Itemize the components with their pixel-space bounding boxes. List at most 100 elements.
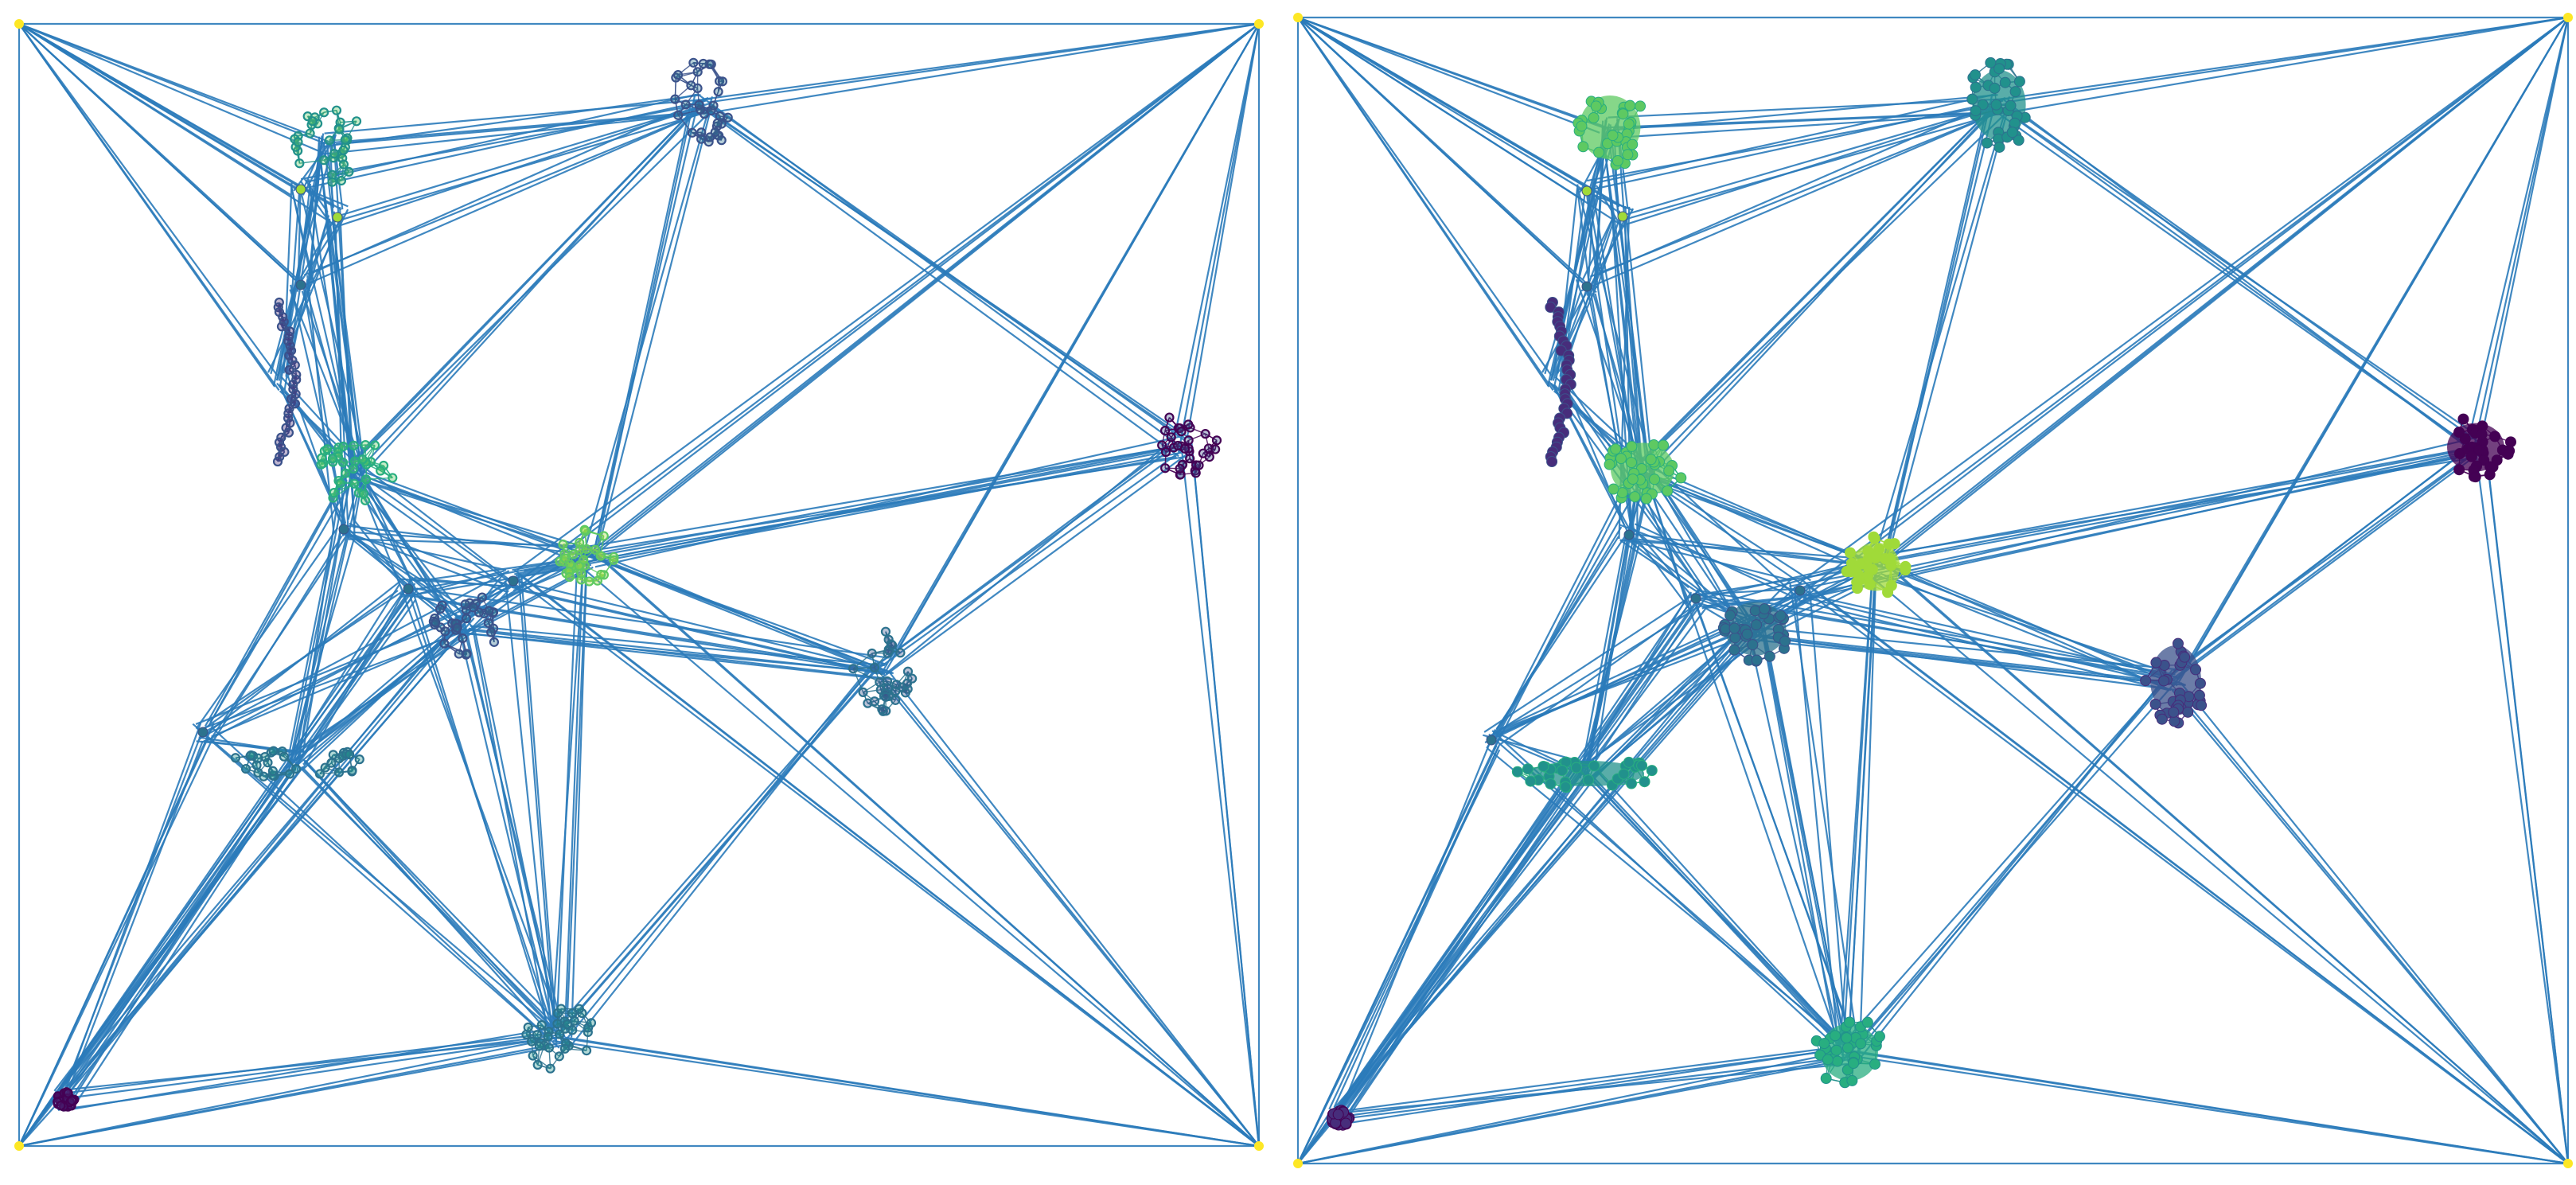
cluster-edge [483,613,489,624]
cluster-edge [594,536,605,551]
graph-edge [1576,189,1590,282]
graph-node [284,364,294,375]
graph-edge [1798,448,2479,591]
cluster-edge [677,62,694,76]
graph-node [348,463,359,474]
graph-node [329,487,339,498]
graph-node [1900,564,1912,576]
graph-node-small [338,524,349,535]
graph-node [891,680,902,690]
graph-node [2149,698,2161,710]
graph-edge [345,534,466,632]
cluster-edge [490,632,495,643]
graph-edge [1793,587,1840,1054]
graph-node [574,561,584,571]
graph-node [543,1031,553,1042]
cluster-edge [458,637,464,654]
graph-node [609,552,619,563]
graph-node [555,1004,567,1014]
graph-edge [294,107,713,290]
graph-node [592,575,602,586]
cluster-edge [370,445,376,462]
graph-node [716,135,727,146]
cluster-edge [675,99,687,106]
graph-edge [1858,557,1877,1051]
graph-node [544,1043,555,1053]
graph-node [1159,426,1171,436]
graph-edge [197,580,402,741]
graph-node [2013,76,2025,88]
cluster-edge [267,762,274,772]
graph-node [326,758,337,768]
graph-node [694,99,704,110]
graph-edge [879,677,1260,1147]
graph-edge [302,579,412,769]
graph-edge [1865,17,2569,573]
graph-node [440,626,450,637]
graph-edge [596,94,696,548]
graph-edge [1689,588,1795,596]
graph-node [869,662,880,672]
cluster-left-band [230,746,364,782]
graph-node [1993,141,2005,153]
graph-edge [351,475,504,586]
graph-edge [207,466,353,727]
cluster-edge [583,548,587,560]
graph-node [586,1018,597,1028]
graph-node [335,478,345,489]
graph-edge [1871,557,2167,690]
graph-edge [1994,103,2473,449]
graph-edge [1650,97,2005,476]
graph-edge [324,98,712,134]
cluster-edge [863,681,880,693]
graph-edge [2172,457,2473,682]
cluster-mid-left-chain [272,297,302,467]
graph-node [67,1095,77,1106]
graph-node [696,134,707,144]
edge-layer [1296,16,2570,1165]
graph-node [1179,443,1191,454]
graph-edge [587,545,1260,1147]
graph-node [452,622,462,633]
cluster-top-center [1966,57,2031,153]
graph-edge [1841,557,1875,1063]
graph-edge [1602,132,1643,477]
graph-node [1830,1030,1841,1042]
graph-node [288,384,298,395]
cluster-edge [895,671,909,685]
graph-node [880,692,891,702]
graph-edge [60,617,475,1096]
graph-edge [1801,587,2569,1164]
graph-node [2005,99,2017,111]
graph-node [357,454,368,465]
cluster-edge [581,579,598,582]
cluster-edge [1164,467,1181,475]
graph-edge [1869,96,2011,572]
graph-edge [1297,17,1619,207]
cluster-edge [536,1034,548,1038]
graph-edge [399,593,886,672]
graph-edge [1592,93,1997,185]
graph-node [1850,565,1862,577]
graph-node [1183,419,1194,430]
cluster-mid-right [848,626,918,716]
graph-node-small [403,583,414,594]
graph-node [708,100,719,111]
graph-edge [411,570,505,597]
graph-node [567,1025,578,1035]
graph-node [863,698,873,708]
graph-edge [1592,217,1616,283]
cluster-edge [584,565,602,575]
cluster-edge [383,465,393,478]
graph-edge [353,533,508,594]
graph-edge [520,451,1182,578]
graph-node [1966,93,1978,105]
cluster-edge [488,612,493,624]
cluster-edge [353,445,356,462]
graph-edge [1487,747,1854,1051]
graph-edge [1297,16,1600,134]
cluster-edge [294,364,297,375]
graph-edge [582,546,886,675]
graph-edge [1694,604,1857,1046]
cluster-edge [852,668,880,683]
